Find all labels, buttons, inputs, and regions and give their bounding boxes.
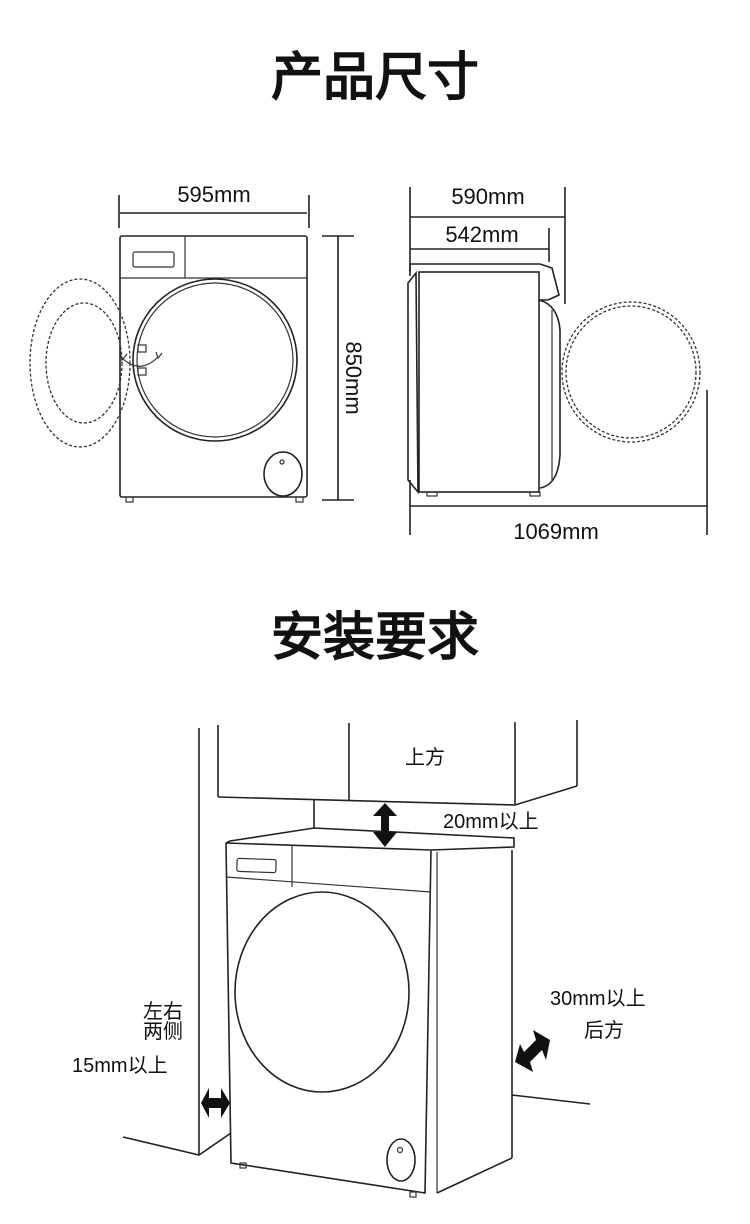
- width-label: 595mm: [177, 182, 250, 207]
- filter-cover: [263, 451, 303, 497]
- dimensions-title: 产品尺寸: [271, 48, 479, 108]
- side-label-line1: 左右: [143, 1000, 183, 1023]
- depth-body-dimension: 542mm: [410, 222, 550, 262]
- floor-line-right: [511, 1094, 591, 1105]
- upper-cabinet: [217, 720, 578, 828]
- washer-3d: [225, 827, 515, 1198]
- front-view-washer: [29, 235, 308, 503]
- back-clearance-arrow-icon: [515, 1030, 550, 1072]
- top-clearance-arrow-icon: [373, 803, 397, 847]
- side-clearance-arrow-icon: [201, 1088, 230, 1118]
- width-dimension: 595mm: [118, 182, 310, 228]
- top-label: 上方: [405, 746, 445, 769]
- display-panel: [132, 251, 175, 268]
- side-view-washer: [407, 263, 701, 497]
- height-dimension: 850mm: [322, 235, 366, 501]
- rotate-arrow-icon: [121, 356, 159, 367]
- depth-total-dimension: 590mm: [409, 184, 566, 304]
- depth-total-label: 590mm: [451, 184, 524, 209]
- side-label-line2: 两侧: [143, 1020, 183, 1043]
- depth-open-label: 1069mm: [513, 519, 599, 544]
- depth-body-label: 542mm: [445, 222, 518, 247]
- height-label: 850mm: [341, 341, 366, 414]
- depth-open-dimension: 1069mm: [409, 390, 708, 544]
- install-title: 安装要求: [271, 608, 479, 668]
- floor-line-left: [122, 1132, 232, 1156]
- top-clearance-label: 20mm以上: [443, 810, 539, 833]
- back-clearance-label: 30mm以上: [550, 987, 646, 1010]
- side-clearance-label: 15mm以上: [72, 1054, 168, 1077]
- back-label: 后方: [584, 1019, 624, 1042]
- install-scene: [122, 720, 591, 1198]
